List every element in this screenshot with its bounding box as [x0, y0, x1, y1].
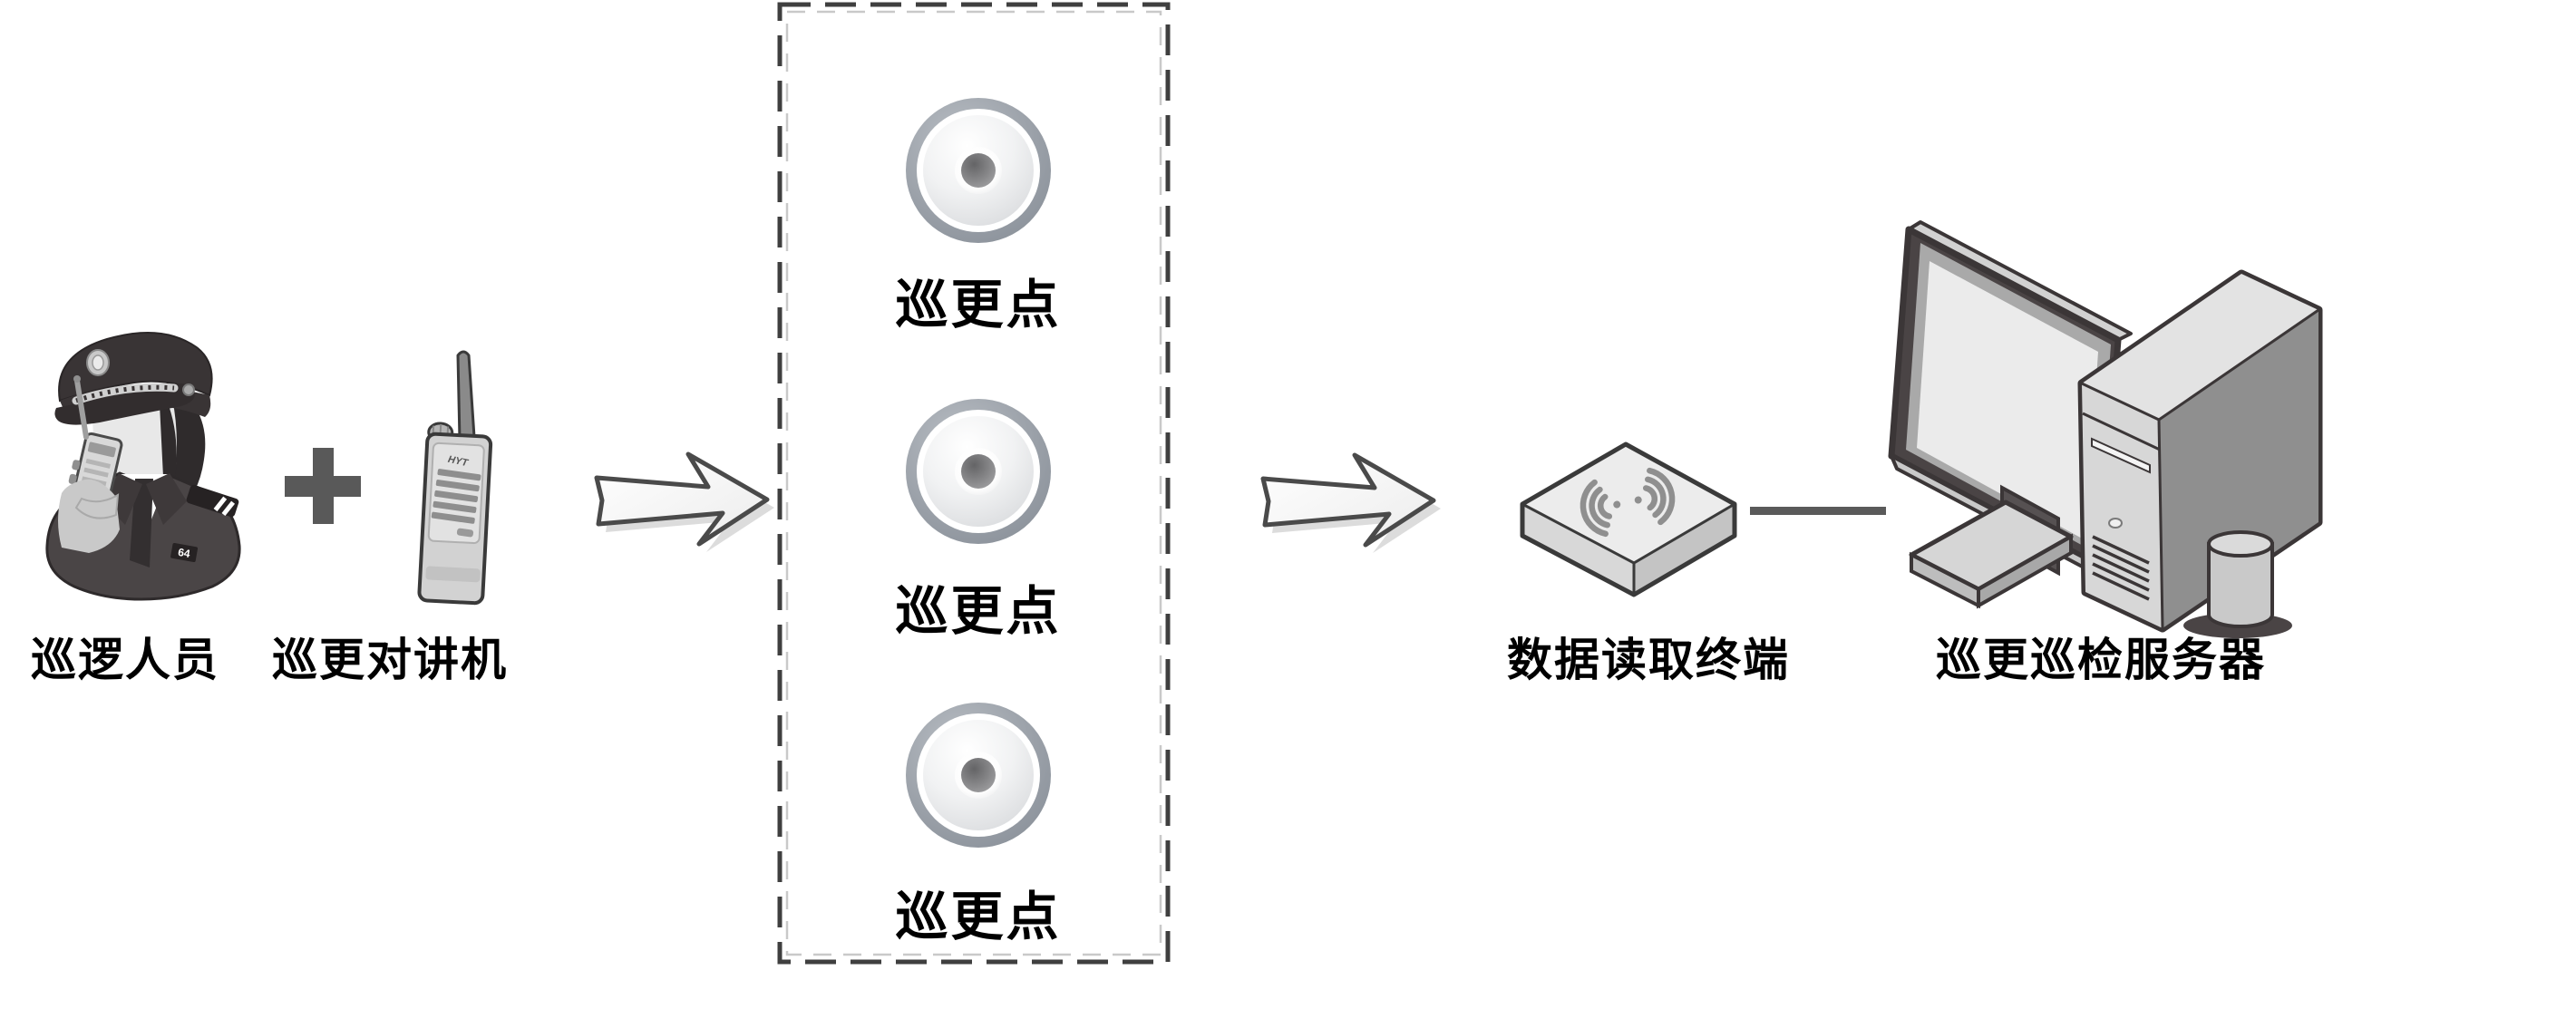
wireless-waves-icon: [1580, 467, 1676, 538]
checkpoint-label: 巡更点: [895, 276, 1062, 335]
walkie-brand-text: HYT: [447, 454, 470, 470]
officer-badge: 64: [170, 543, 199, 562]
checkpoint-button: [906, 98, 1051, 243]
officer-badge-number: 64: [177, 546, 191, 560]
server-label: 巡更巡检服务器: [1936, 635, 2266, 685]
checkpoint-button: [906, 703, 1051, 848]
walkie-talkie-icon: HYT: [417, 350, 493, 606]
checkpoint-group-box: [777, 2, 1171, 965]
checkpoint-label: 巡更点: [895, 582, 1062, 641]
checkpoint-label: 巡更点: [895, 888, 1062, 946]
walkie-talkie-label: 巡更对讲机: [272, 635, 508, 685]
flow-arrow-right-icon: [594, 451, 774, 552]
reader-terminal-label: 数据读取终端: [1507, 635, 1790, 685]
police-officer-icon: 64: [45, 331, 241, 601]
network-connector-line: [1750, 507, 1886, 515]
checkpoint-button: [906, 399, 1051, 544]
plus-icon: [285, 448, 361, 524]
flow-arrow-right-icon: [1260, 452, 1441, 553]
server-computer-icon: [1888, 220, 2323, 638]
data-reader-terminal-icon: [1520, 441, 1737, 597]
officer-label: 巡逻人员: [31, 635, 219, 685]
